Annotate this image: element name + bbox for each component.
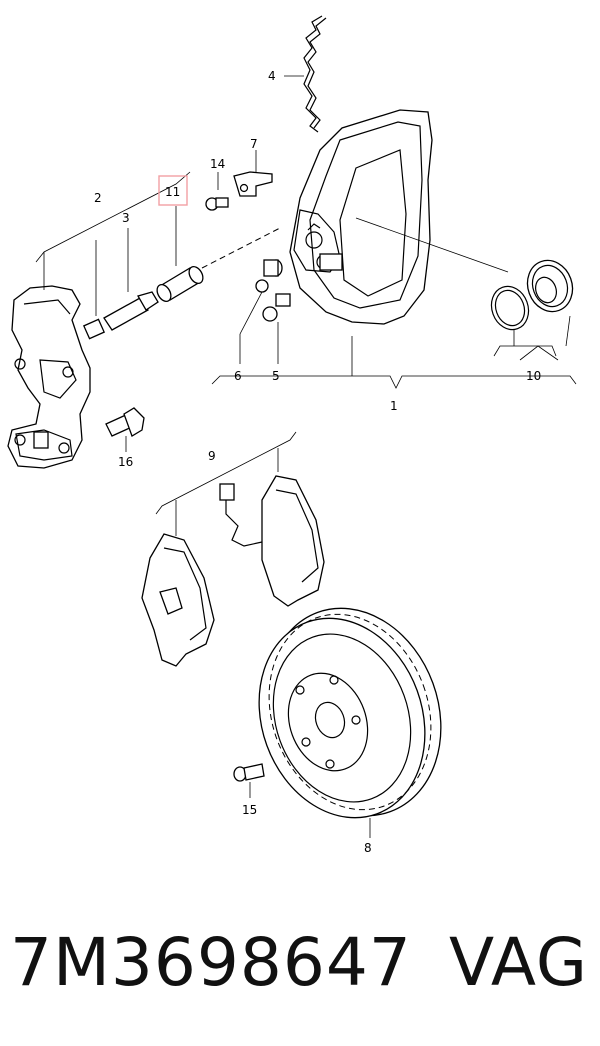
- callout-5: 5: [272, 369, 280, 383]
- callout-14: 14: [210, 157, 225, 171]
- callout-1: 1: [390, 399, 398, 413]
- callout-15: 15: [242, 803, 257, 817]
- bleed-cap-part-5: [262, 293, 291, 364]
- bleed-screw-part-6: [239, 259, 283, 364]
- bolt-part-16: [105, 407, 145, 452]
- disc-screw-part-15: [233, 763, 265, 798]
- callout-3: 3: [122, 211, 130, 225]
- protective-cap-part-11: [156, 206, 281, 303]
- exploded-brake-diagram: 1 2 3 4 5 6 7 8 9 10 11 14 15 16: [7, 15, 577, 855]
- guide-pin-part-3: [82, 228, 159, 340]
- callout-4: 4: [268, 69, 276, 83]
- caliper-housing-part-1: [289, 109, 433, 325]
- callout-6: 6: [234, 369, 242, 383]
- callout-2: 2: [94, 191, 102, 205]
- callout-10: 10: [526, 369, 541, 383]
- callout-16: 16: [118, 455, 133, 469]
- bracket-part-7: [233, 150, 273, 197]
- callout-9: 9: [208, 449, 216, 463]
- piston-seals-part-10: [355, 217, 574, 361]
- brake-disc-part-8: [258, 607, 442, 838]
- caliper-carrier-part-2: [7, 285, 91, 469]
- callout-8: 8: [364, 841, 372, 855]
- brake-pads-part-9: [141, 431, 325, 667]
- callout-highlight-box: [158, 175, 188, 206]
- part-number: 7M3698647: [10, 924, 412, 1001]
- pad-spring-part-4: [284, 15, 327, 133]
- bolt-part-14: [205, 172, 229, 211]
- callout-11: 11: [165, 185, 180, 199]
- callout-7: 7: [250, 137, 258, 151]
- caption-bar: 7M3698647 VAG: [0, 918, 600, 1018]
- brand-name: VAG: [448, 924, 588, 1001]
